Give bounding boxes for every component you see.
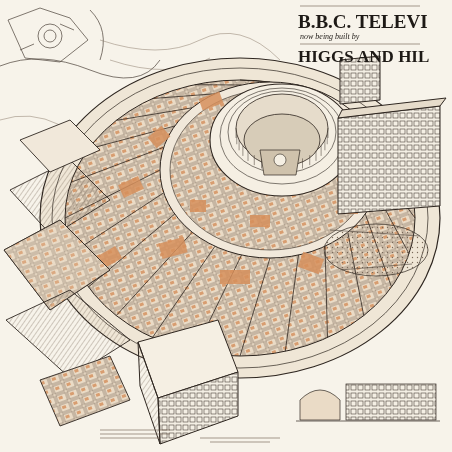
lower-left-block [40, 356, 130, 426]
forecourt-line [330, 230, 420, 270]
poster-title: B.B.C. TELEVI [298, 12, 428, 33]
central-drum [210, 84, 354, 196]
forecourt [324, 224, 428, 276]
left-wing [4, 120, 130, 378]
section-drawing [296, 384, 440, 421]
fine-print [100, 6, 420, 442]
front-block [138, 320, 238, 444]
office-block [338, 56, 446, 214]
interior-accent [98, 92, 358, 284]
builder-name: HIGGS AND HIL [298, 48, 429, 67]
subtitle-note: now being built by [300, 33, 359, 42]
site-map [0, 8, 160, 78]
